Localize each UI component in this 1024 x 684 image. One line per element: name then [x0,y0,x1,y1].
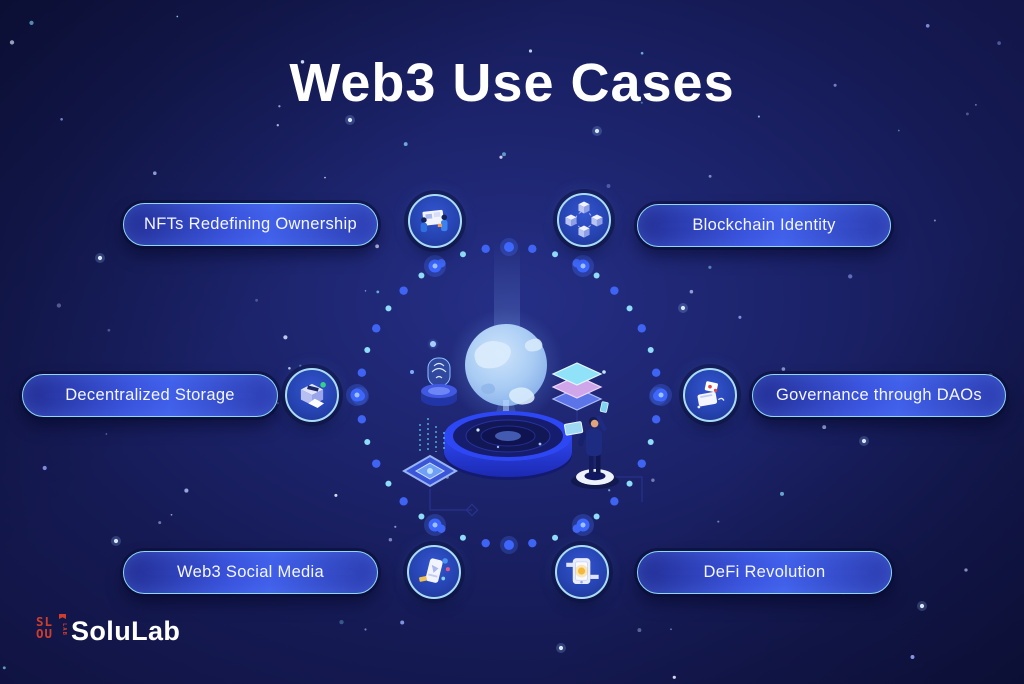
defi-wallet-icon [555,545,609,599]
logo-mark-top: SL [36,614,54,629]
brand-name: SoluLab [71,616,181,646]
use-case-pill-web3-social: Web3 Social Media [123,551,378,594]
use-case-label: NFTs Redefining Ownership [144,215,357,233]
social-phone-icon [407,545,461,599]
page-title: Web3 Use Cases [289,53,735,113]
use-case-label: Decentralized Storage [65,386,235,404]
use-case-pill-defi: DeFi Revolution [637,551,892,594]
dotted-ring [346,238,672,554]
use-case-pill-decentralized-storage: Decentralized Storage [22,374,278,417]
use-case-label: DeFi Revolution [703,563,826,581]
blockchain-cubes-icon [557,193,611,247]
nft-presentation-icon [408,194,462,248]
use-case-label: Blockchain Identity [692,216,836,234]
use-case-label: Governance through DAOs [776,386,982,404]
logo-mark-bottom: OU [36,626,54,641]
use-case-pill-blockchain-identity: Blockchain Identity [637,204,891,247]
use-case-label: Web3 Social Media [177,563,324,581]
layer-stack [551,362,606,411]
platform [444,411,572,480]
businessman-figure [563,401,619,489]
dao-governance-icon [683,368,737,422]
solulab-logo-mark: SL OU LAB [36,614,67,647]
fingerprint-scanner [410,338,457,406]
logo-flag-icon [59,614,66,619]
solulab-logo: SL OU LAB SoluLab [36,614,181,647]
use-case-pill-dao-governance: Governance through DAOs [752,374,1006,417]
storage-device-icon [285,368,339,422]
globe [448,308,564,424]
logo-mark-lab: LAB [61,623,67,636]
processor-chip [401,418,459,488]
use-case-pill-nfts: NFTs Redefining Ownership [123,203,378,246]
